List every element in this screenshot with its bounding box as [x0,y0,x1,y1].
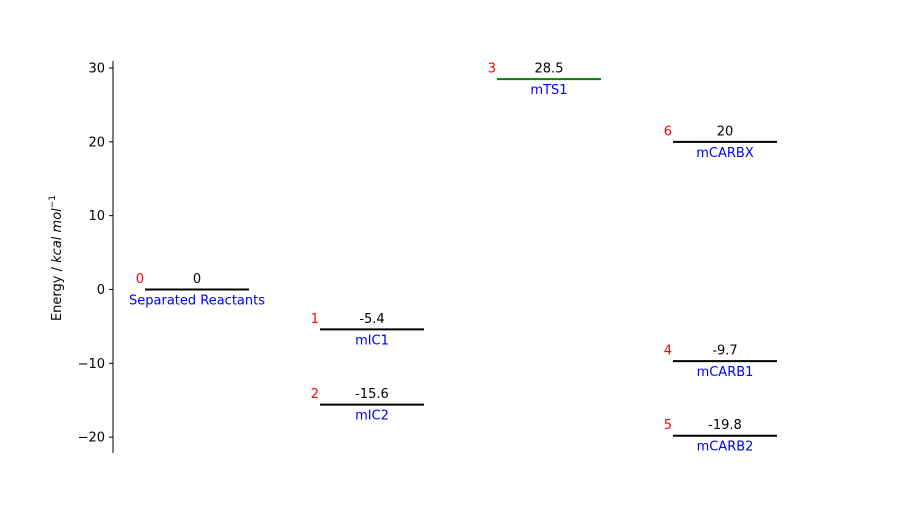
y-axis-label: Energy / kcal mol−1 [48,195,65,321]
level-index-label: 5 [664,418,672,433]
energy-value-label: -5.4 [359,312,384,327]
y-tick-label: −10 [78,357,105,372]
energy-level-2: -15.6 2 mIC2 [311,387,424,424]
y-axis-label-prefix: Energy / [50,263,65,321]
level-index-label: 6 [664,124,672,139]
level-name-label: mCARB2 [697,440,754,455]
energy-value-label: -19.8 [708,418,742,433]
energy-level-1: -5.4 1 mIC1 [311,312,424,348]
level-name-label: mTS1 [530,83,567,98]
y-tick-label: 30 [88,62,105,77]
energy-level-3: 28.5 3 mTS1 [488,62,601,98]
energy-level-4: -9.7 4 mCARB1 [664,344,777,380]
y-tick-label: 10 [88,209,105,224]
level-index-label: 0 [136,272,144,287]
level-name-label: mCARBX [696,146,754,161]
y-tick-label: −20 [78,431,105,446]
level-name-label: mIC1 [355,333,389,348]
y-tick-label: 0 [97,283,105,298]
energy-value-label: 0 [193,272,201,287]
y-axis: −20 −10 0 10 20 30 [78,61,114,453]
energy-level-6: 20 6 mCARBX [664,124,777,161]
level-index-label: 4 [664,344,672,359]
y-tick-label: 20 [88,135,105,150]
level-name-label: Separated Reactants [129,294,265,309]
energy-level-5: -19.8 5 mCARB2 [664,418,777,455]
energy-value-label: -9.7 [712,344,737,359]
level-index-label: 3 [488,62,496,77]
energy-value-label: 28.5 [535,62,564,77]
level-name-label: mCARB1 [697,365,754,380]
level-index-label: 1 [311,312,319,327]
level-name-label: mIC2 [355,409,389,424]
y-axis-label-exponent: −1 [48,195,58,208]
level-index-label: 2 [311,387,319,402]
energy-value-label: -15.6 [355,387,389,402]
y-axis-label-unit: kcal mol [50,208,65,263]
energy-value-label: 20 [717,124,734,139]
